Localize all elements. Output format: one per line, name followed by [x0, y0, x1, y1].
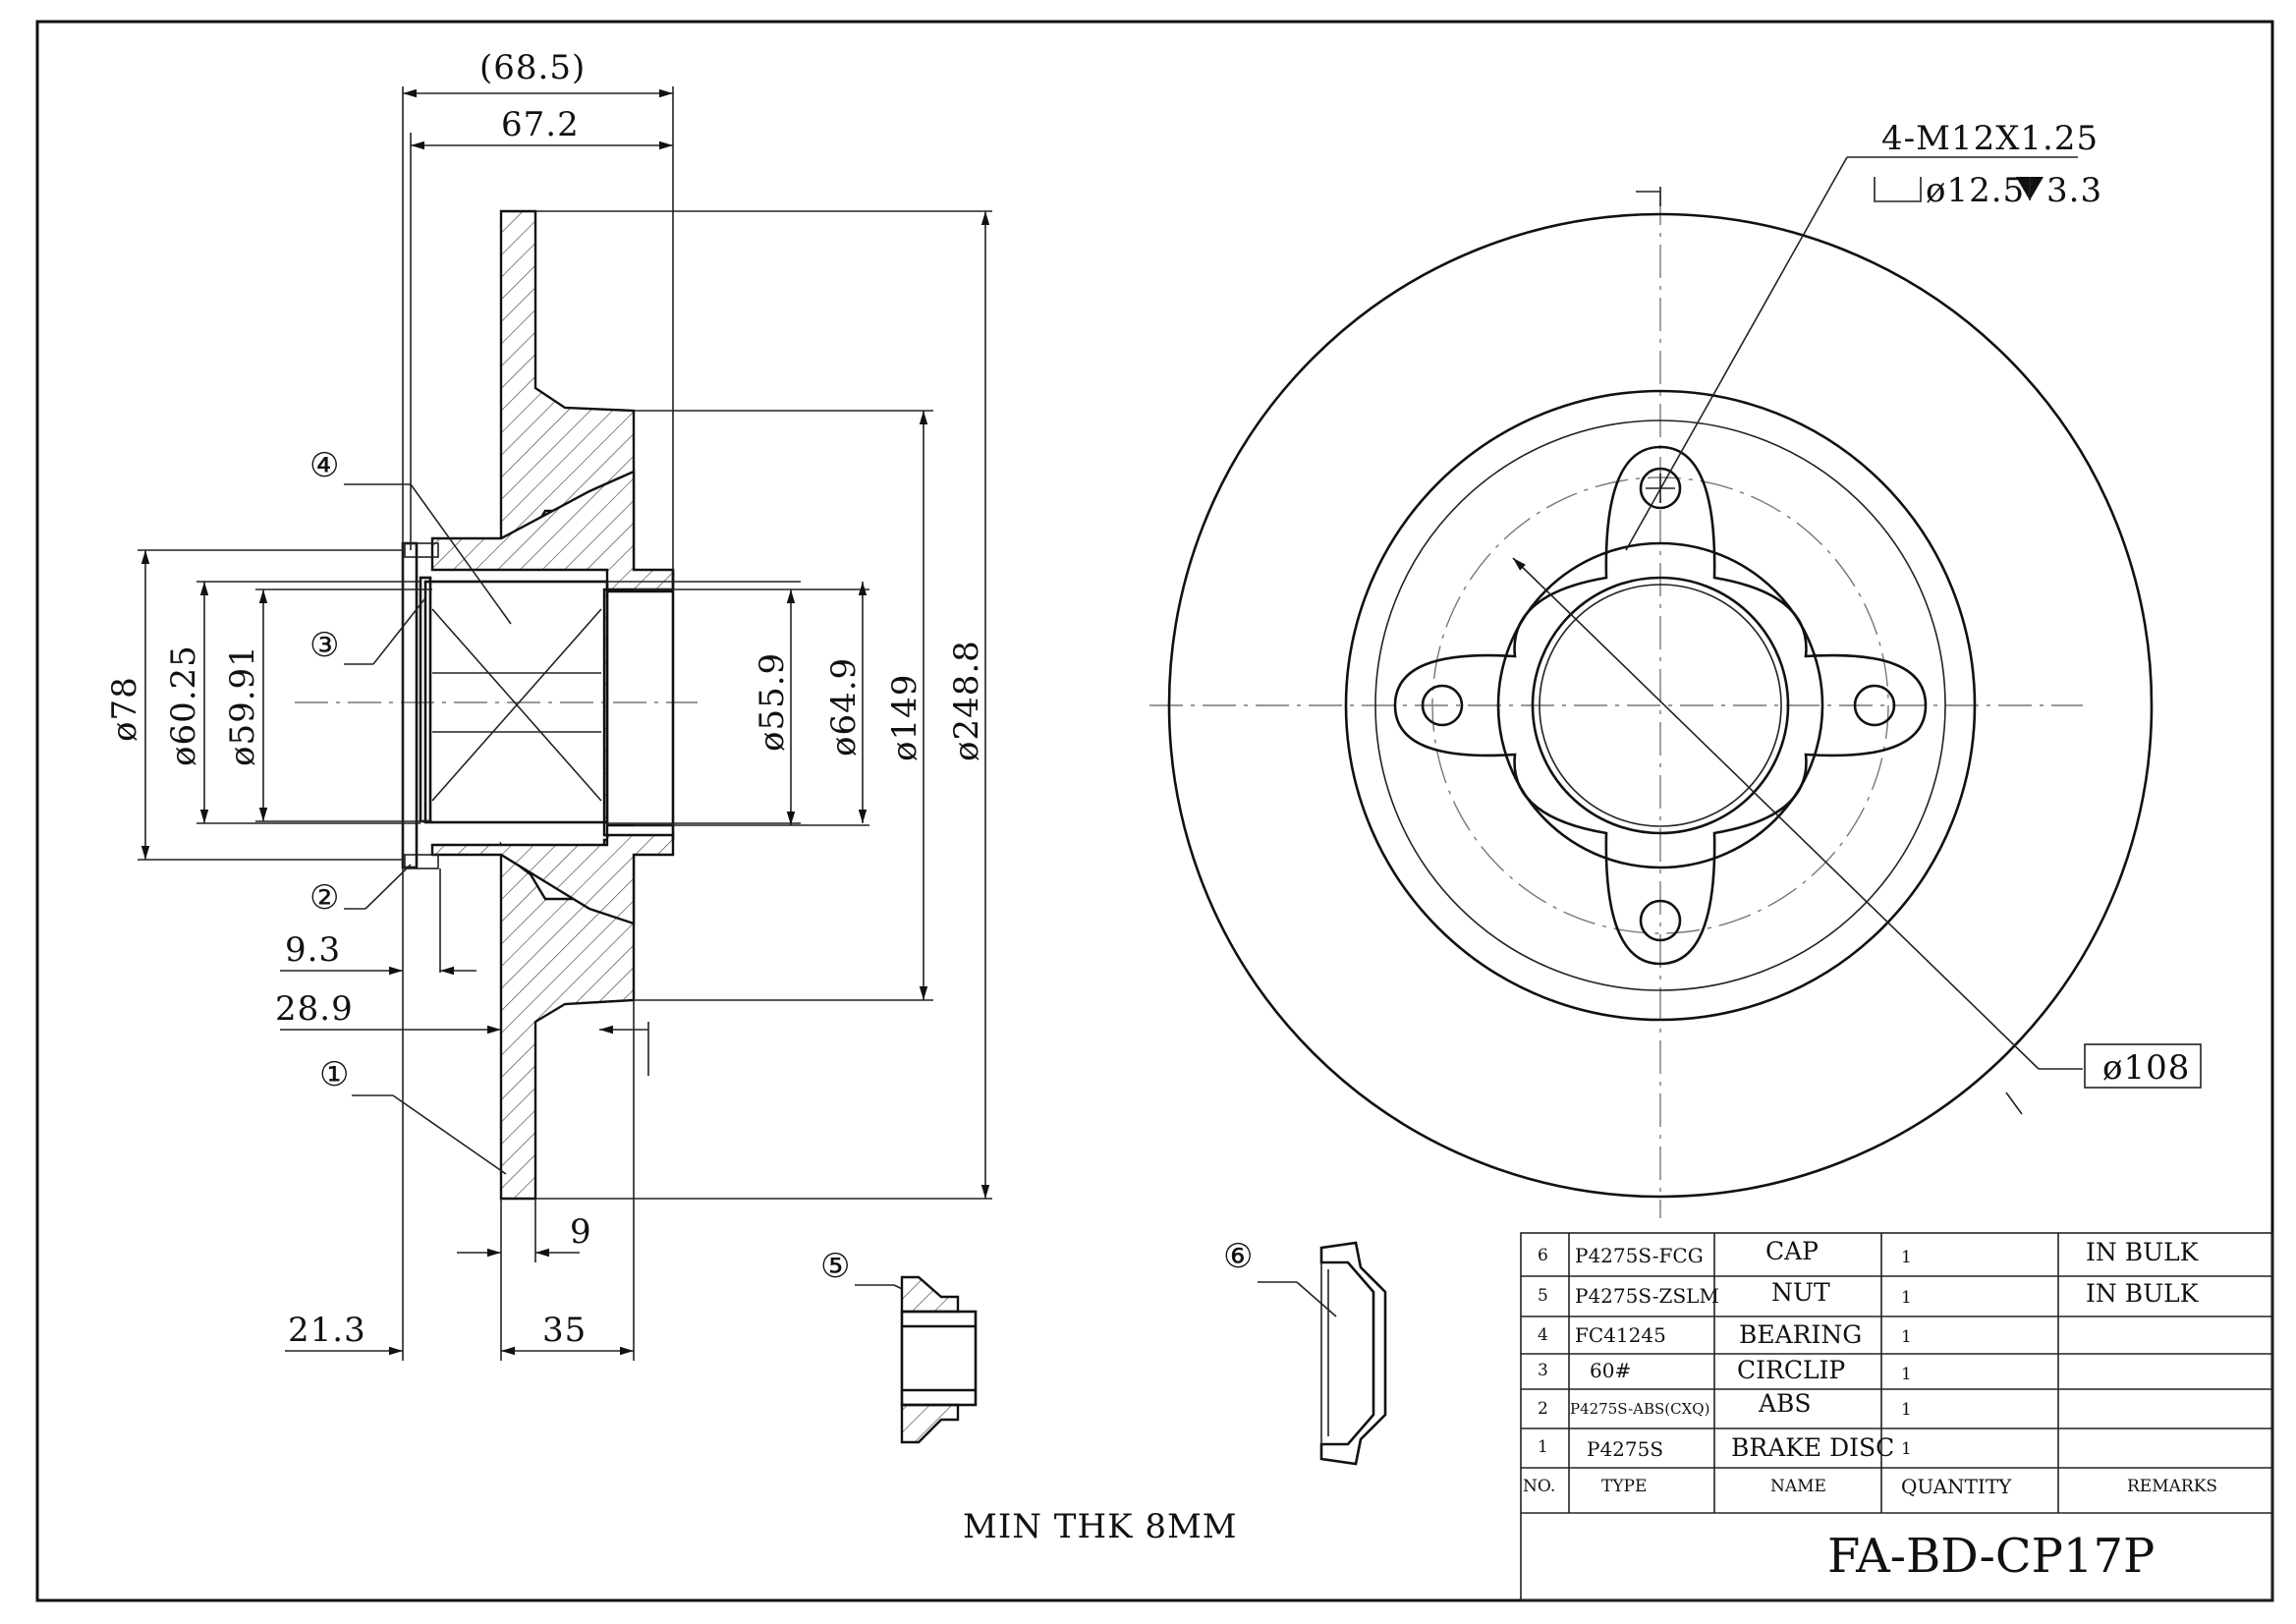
bom-qty: 1 [1901, 1248, 1912, 1267]
bom-qty: 1 [1901, 1365, 1912, 1384]
side-section-view: (68.5) 67.2 ø78 ø60.25 ø59.91 ø55.9 ø64.… [105, 48, 992, 1361]
thread-callout: 4-M12X1.25 [1881, 119, 2099, 158]
bom-row: 4 FC41245 BEARING 1 [1538, 1320, 1912, 1349]
bom-no: 6 [1538, 1246, 1548, 1265]
bolt-hole-left [1421, 684, 1464, 727]
pcd-callout-box [2084, 1043, 2202, 1089]
bom-row: 3 60# CIRCLIP 1 [1538, 1356, 1912, 1384]
bom-qty: 1 [1901, 1439, 1912, 1459]
dim-d59-91: ø59.91 [223, 644, 262, 766]
bom-no: 1 [1538, 1437, 1548, 1457]
bom-type: P4275S-ABS(CXQ) [1570, 1400, 1709, 1418]
dim-d64-9: ø64.9 [824, 657, 864, 756]
dim-d78: ø78 [105, 676, 144, 742]
bom-header-type: TYPE [1601, 1477, 1647, 1496]
bom-remarks: IN BULK [2086, 1238, 2200, 1266]
bom-no: 3 [1538, 1361, 1548, 1380]
bolt-hole-right [1853, 684, 1896, 727]
dim-d149: ø149 [885, 674, 924, 761]
dim-off-9-3: 9.3 [285, 930, 341, 970]
bom-table: 6 P4275S-FCG CAP 1 IN BULK 5 P4275S-ZSLM… [1520, 1232, 2273, 1601]
drawing-border [35, 20, 2274, 1602]
bom-name: CAP [1765, 1237, 1819, 1265]
balloon-5: ⑤ [820, 1247, 851, 1286]
dim-overall-length-ref: (68.5) [479, 48, 586, 87]
bom-no: 5 [1538, 1286, 1548, 1306]
bearing-outline [423, 580, 609, 824]
bom-row: 5 P4275S-ZSLM NUT 1 IN BULK [1538, 1278, 2200, 1308]
balloon-6: ⑥ [1223, 1237, 1254, 1276]
balloon-3: ③ [309, 626, 340, 665]
bom-qty: 1 [1901, 1288, 1912, 1308]
dim-d248-8: ø248.8 [947, 640, 986, 761]
bom-row: 1 P4275S BRAKE DISC 1 [1538, 1433, 1912, 1462]
depth-value: 3.3 [2046, 171, 2102, 210]
bom-type: 60# [1590, 1359, 1631, 1382]
dim-off-35: 35 [542, 1311, 587, 1350]
hub-flange-outline [1393, 445, 1928, 966]
hub-body [430, 470, 675, 925]
bom-no: 2 [1538, 1399, 1548, 1419]
bolt-hole-bottom [1639, 899, 1682, 942]
bom-name: CIRCLIP [1737, 1356, 1845, 1384]
dim-thk-9: 9 [570, 1212, 592, 1252]
balloon-4: ④ [309, 446, 340, 485]
bom-remarks: IN BULK [2086, 1279, 2200, 1308]
bom-name: ABS [1758, 1389, 1812, 1418]
detail-nut: ⑤ [820, 1247, 978, 1444]
bom-qty: 1 [1901, 1327, 1912, 1347]
counterbore-callout: ø12.5 [1926, 171, 2025, 210]
dim-off-21-3: 21.3 [288, 1311, 366, 1350]
front-view: ø108 4-M12X1.25 ø12.5 3.3 [1149, 119, 2202, 1218]
balloon-1: ① [319, 1055, 350, 1094]
bom-name: NUT [1771, 1278, 1830, 1307]
disc-outer-edge [1167, 212, 2154, 1199]
bom-name: BEARING [1739, 1320, 1862, 1349]
bom-qty: 1 [1901, 1400, 1912, 1420]
bom-header-name: NAME [1770, 1477, 1826, 1496]
bom-row: 2 P4275S-ABS(CXQ) ABS 1 [1538, 1389, 1912, 1420]
bom-type: P4275S-FCG [1575, 1244, 1704, 1267]
balloon-2: ② [309, 878, 340, 918]
bom-type: P4275S [1587, 1437, 1663, 1461]
pcd-value: ø108 [2102, 1048, 2190, 1088]
detail-cap: ⑥ [1223, 1237, 1387, 1466]
bom-type: FC41245 [1575, 1323, 1666, 1347]
bolt-hole-top [1639, 467, 1682, 510]
dim-d55-9: ø55.9 [753, 652, 792, 752]
bom-no: 4 [1538, 1325, 1548, 1345]
note-min-thickness: MIN THK 8MM [963, 1507, 1238, 1546]
bom-header-remarks: REMARKS [2127, 1477, 2217, 1496]
part-number: FA-BD-CP17P [1827, 1529, 2155, 1584]
dim-overall-length: 67.2 [501, 105, 580, 144]
bom-type: P4275S-ZSLM [1575, 1284, 1719, 1308]
bom-header-no: NO. [1523, 1477, 1555, 1496]
bom-row: 6 P4275S-FCG CAP 1 IN BULK [1538, 1237, 2200, 1267]
dim-off-28-9: 28.9 [275, 989, 354, 1029]
bom-header-quantity: QUANTITY [1901, 1475, 2012, 1498]
bom-name: BRAKE DISC [1731, 1433, 1894, 1462]
dim-d60-25: ø60.25 [164, 644, 203, 766]
abs-ring [401, 541, 419, 869]
